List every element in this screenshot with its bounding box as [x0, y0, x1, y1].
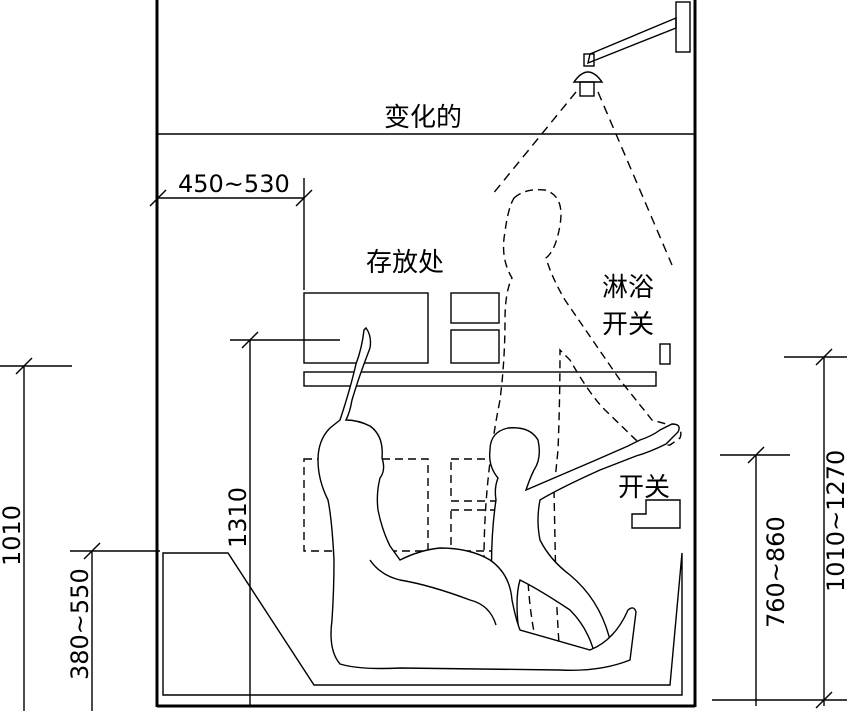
- spray-cone: [491, 91, 673, 266]
- shower-switch-box: [659, 343, 671, 365]
- room-walls: [155, 0, 697, 708]
- tub-height-dimension: 380~550: [66, 542, 160, 711]
- seated-adult-figure: [317, 326, 637, 671]
- standing-figure: [479, 188, 682, 661]
- left-total-label: 1010: [0, 505, 26, 566]
- svg-text:淋浴: 淋浴: [602, 273, 654, 303]
- svg-text:开关: 开关: [602, 310, 654, 340]
- shower-head: [572, 1, 691, 97]
- shower-switch-label: 淋浴 开关: [602, 273, 654, 340]
- switch-height-dimension: 760~860: [712, 446, 847, 706]
- top-width-dimension: 变化的: [157, 103, 695, 135]
- tub-height-label: 380~550: [66, 568, 94, 680]
- shelf-depth-dimension: 450~530: [149, 170, 313, 290]
- switch-box: [631, 499, 681, 529]
- storage-label: 存放处: [366, 248, 444, 278]
- storage-cabinet: [303, 292, 657, 387]
- left-total-dimension: 1010: [0, 357, 72, 711]
- reach-height-dimension: 1310: [224, 331, 340, 706]
- reach-height-label: 1310: [224, 487, 252, 548]
- top-width-label: 变化的: [384, 103, 462, 133]
- switch-label: 开关: [618, 473, 670, 503]
- right-total-dimension: 1010~1270: [784, 348, 847, 709]
- shelf-depth-label: 450~530: [178, 170, 290, 198]
- switch-height-label: 760~860: [762, 516, 790, 628]
- right-total-label: 1010~1270: [822, 450, 847, 592]
